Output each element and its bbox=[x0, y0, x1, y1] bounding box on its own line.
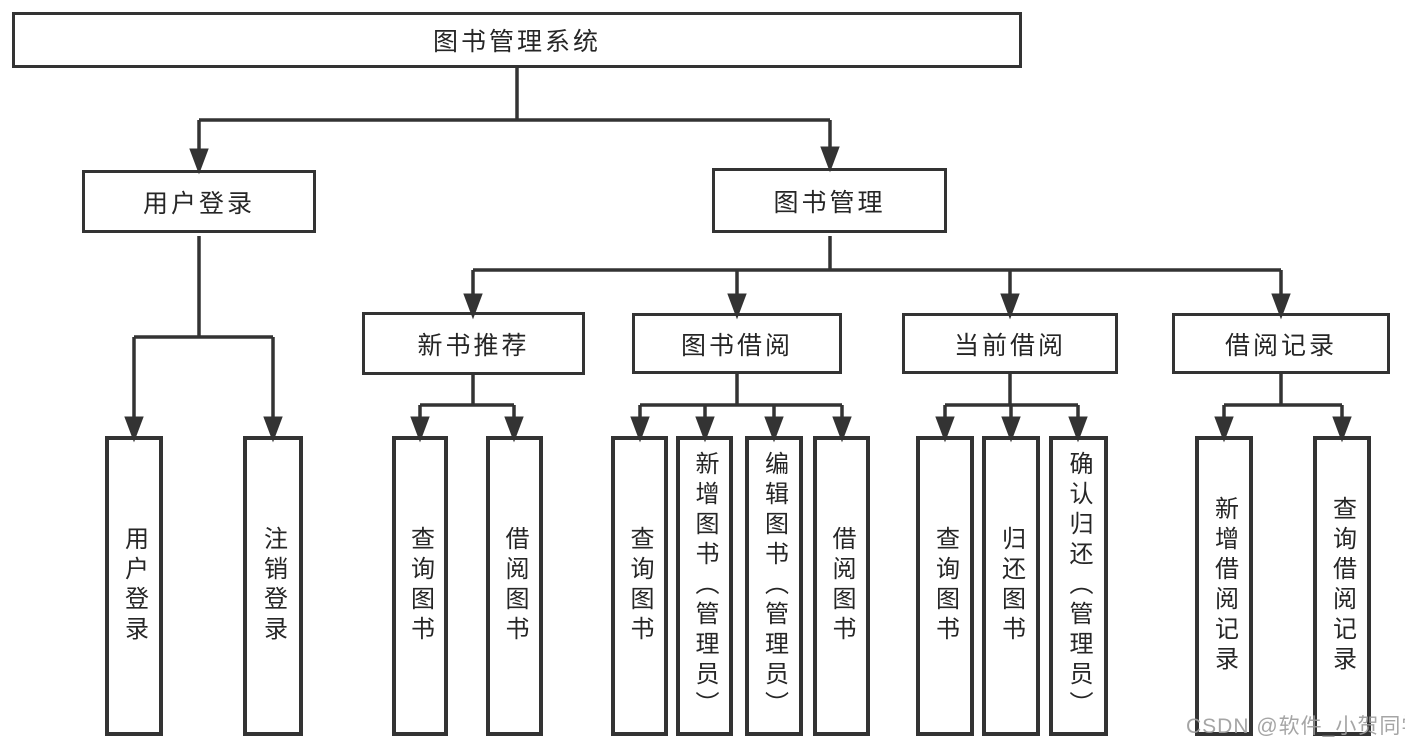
leaf-edit-book-admin: 编辑图书（管理员） bbox=[745, 436, 803, 736]
node-user-login: 用户登录 bbox=[82, 170, 316, 233]
node-root: 图书管理系统 bbox=[12, 12, 1022, 68]
leaf-add-book-admin: 新增图书（管理员） bbox=[676, 436, 733, 736]
leaf-query-borrow-record: 查询借阅记录 bbox=[1313, 436, 1371, 736]
node-new-book-recommend: 新书推荐 bbox=[362, 312, 585, 375]
node-borrow-records: 借阅记录 bbox=[1172, 313, 1390, 374]
leaf-borrow-books: 借阅图书 bbox=[813, 436, 870, 736]
leaf-query-books-recommend: 查询图书 bbox=[392, 436, 448, 736]
watermark: CSDN @软件_小贺同学 bbox=[1186, 715, 1405, 738]
node-current-borrow: 当前借阅 bbox=[902, 313, 1118, 374]
node-book-borrow: 图书借阅 bbox=[632, 313, 842, 374]
leaf-add-borrow-record: 新增借阅记录 bbox=[1195, 436, 1253, 736]
leaf-logout: 注销登录 bbox=[243, 436, 303, 736]
leaf-confirm-return-admin: 确认归还（管理员） bbox=[1049, 436, 1108, 736]
leaf-borrow-books-recommend: 借阅图书 bbox=[486, 436, 543, 736]
connector-user-login bbox=[124, 236, 283, 443]
connector-book-management bbox=[463, 236, 1291, 320]
leaf-return-book: 归还图书 bbox=[982, 436, 1040, 736]
connector-new-book-recommend bbox=[410, 375, 524, 443]
leaf-query-books-borrow: 查询图书 bbox=[611, 436, 668, 736]
connector-borrow-records bbox=[1214, 374, 1352, 443]
connector-root bbox=[189, 66, 840, 175]
node-book-management: 图书管理 bbox=[712, 168, 947, 233]
connector-current-borrow bbox=[935, 374, 1088, 443]
leaf-query-books-current: 查询图书 bbox=[916, 436, 974, 736]
leaf-user-login: 用户登录 bbox=[105, 436, 163, 736]
connector-book-borrow bbox=[630, 374, 852, 443]
